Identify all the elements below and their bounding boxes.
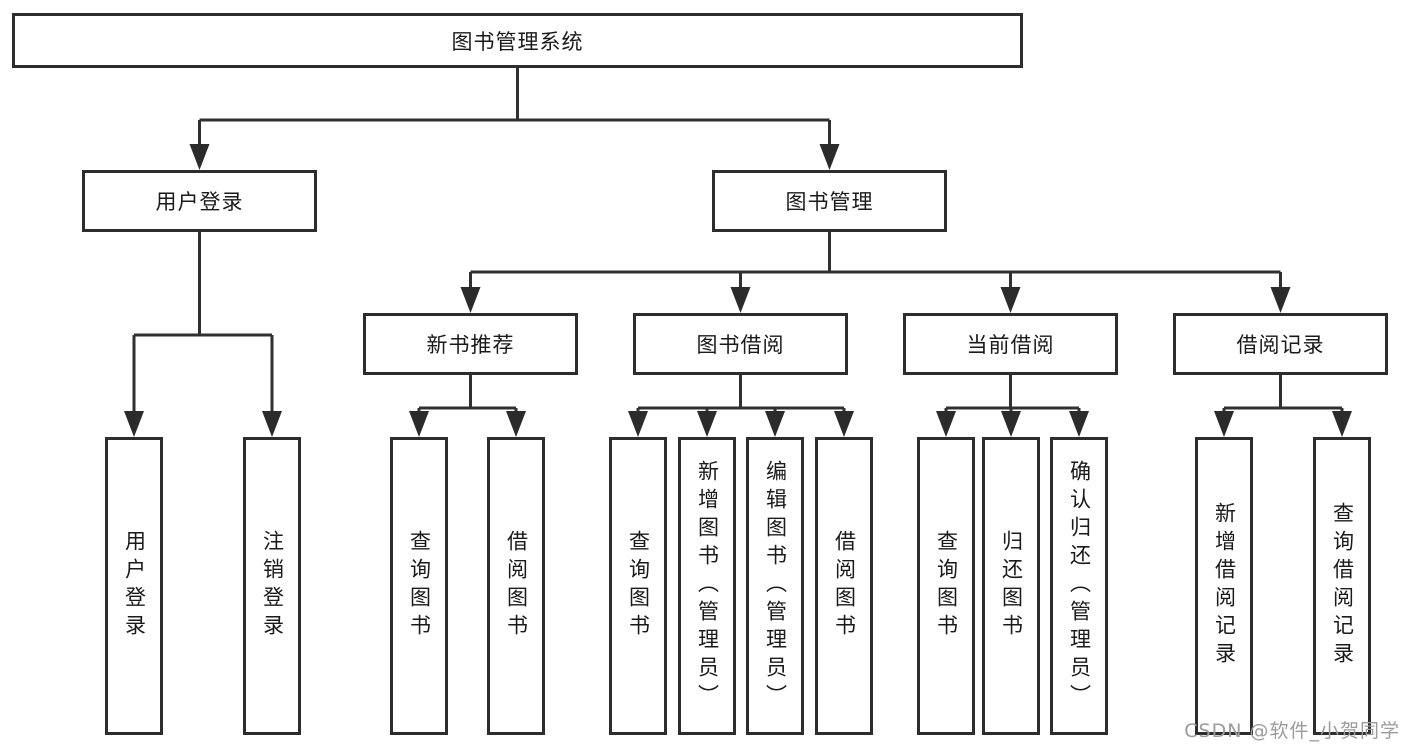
node-new-book-recommendation: 新书推荐	[363, 313, 578, 375]
node-book-management: 图书管理	[712, 170, 947, 232]
node-label: 用户登录	[155, 190, 244, 214]
node-label: 查询借阅记录	[1330, 502, 1355, 670]
leaf-query-books-recommend: 查询图书	[390, 437, 448, 735]
leaf-return-books: 归还图书	[982, 437, 1040, 735]
node-label: 借阅图书	[832, 530, 857, 642]
node-label: 编辑图书（管理员）	[763, 460, 788, 712]
node-label: 图书借阅	[696, 333, 785, 357]
node-label: 查询图书	[934, 530, 959, 642]
node-label: 查询图书	[407, 530, 432, 642]
node-label: 图书管理系统	[451, 29, 584, 54]
node-label: 新增借阅记录	[1212, 502, 1237, 670]
node-label: 用户登录	[122, 530, 147, 642]
node-label: 查询图书	[626, 530, 651, 642]
node-label: 注销登录	[260, 530, 285, 642]
node-label: 当前借阅	[966, 333, 1055, 357]
node-label: 借阅记录	[1236, 333, 1325, 357]
leaf-borrow-books-borrowing: 借阅图书	[815, 437, 873, 735]
node-library-management-system: 图书管理系统	[12, 13, 1023, 68]
leaf-confirm-return-admin: 确认归还（管理员）	[1050, 437, 1108, 735]
leaf-query-books-borrowing: 查询图书	[609, 437, 667, 735]
leaf-edit-book-admin: 编辑图书（管理员）	[746, 437, 804, 735]
arrowheads	[124, 144, 1352, 437]
leaf-query-books-current: 查询图书	[917, 437, 975, 735]
node-user-login: 用户登录	[82, 170, 317, 232]
node-borrowing-records: 借阅记录	[1173, 313, 1388, 375]
node-current-borrowing: 当前借阅	[903, 313, 1118, 375]
leaf-query-borrow-record: 查询借阅记录	[1313, 437, 1371, 735]
node-label: 新书推荐	[426, 333, 515, 357]
node-label: 归还图书	[999, 530, 1024, 642]
node-label: 借阅图书	[504, 530, 529, 642]
node-book-borrowing: 图书借阅	[633, 313, 848, 375]
leaf-borrow-books-recommend: 借阅图书	[487, 437, 545, 735]
leaf-add-borrow-record: 新增借阅记录	[1195, 437, 1253, 735]
leaf-user-login: 用户登录	[105, 437, 163, 735]
node-label: 确认归还（管理员）	[1067, 460, 1092, 712]
node-label: 新增图书（管理员）	[695, 460, 720, 712]
leaf-add-book-admin: 新增图书（管理员）	[678, 437, 736, 735]
leaf-logout: 注销登录	[243, 437, 301, 735]
watermark: CSDN @软件_小贺同学	[1184, 720, 1400, 742]
node-label: 图书管理	[785, 190, 874, 214]
